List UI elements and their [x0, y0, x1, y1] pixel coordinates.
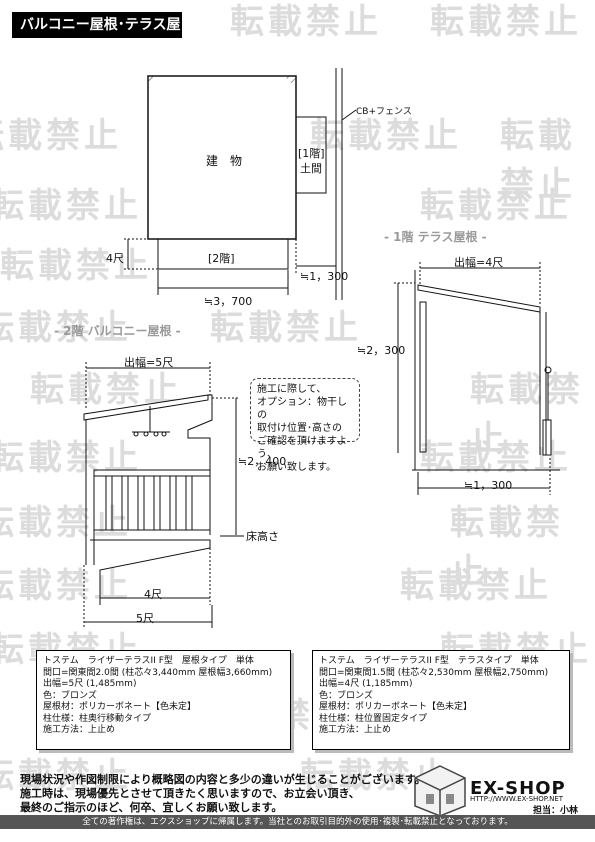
balcony-railing — [93, 469, 211, 531]
footer-line: 施工時は、現場優先とさせて頂きたく思いますので、お立会い頂き、 — [20, 787, 360, 800]
building-label: 建 物 — [206, 154, 243, 168]
terrace-section-heading: - 1階 テラス屋根 - — [384, 230, 487, 244]
footer-disclaimer: 現場状況や作図制限により概略図の内容と多少の違いが生じることがございます。 施工… — [20, 773, 426, 815]
balcony-dim-5shaku: 5尺 — [136, 612, 154, 625]
plan-dim-1300: ≒1，300 — [300, 270, 349, 283]
railing-bars — [105, 476, 193, 530]
balcony-roof — [83, 394, 209, 421]
spec-line: 施工方法：上止め — [43, 725, 116, 735]
second-floor-balcony — [157, 238, 289, 270]
terrace-bottom-dim: ≒1，300 — [464, 479, 513, 492]
spec-box-balcony: トステム ライザーテラスII F型 屋根タイプ 単体 間口=関東間2.0間 (柱… — [36, 650, 291, 750]
page-title: バルコニー屋根･テラス屋根 — [12, 12, 182, 59]
installation-note: 施工に際して、 オプション：物干しの 取付け位置･高さの ご確認を頂けますよう、… — [250, 378, 360, 473]
spec-line: 柱仕様：柱奥行移動タイプ — [43, 713, 152, 724]
spec-line: 色：ブロンズ — [43, 690, 97, 701]
floor-height-label: 床高さ — [246, 530, 279, 543]
second-floor-label: [2階] — [208, 252, 235, 265]
plan-dim-4shaku: 4尺 — [106, 252, 124, 265]
dirt-floor-label: 土間 — [300, 162, 322, 175]
spec-line: トステム ライザーテラスII F型 テラスタイプ 単体 — [319, 656, 539, 666]
balcony-dim-4shaku: 4尺 — [144, 588, 162, 601]
spec-line: トステム ライザーテラスII F型 屋根タイプ 単体 — [43, 656, 254, 666]
balcony-section-heading: - 2階 バルコニー屋根 - — [54, 324, 181, 338]
first-floor-label: [1階] — [298, 147, 325, 160]
copyright-bar: 全ての著作権は、エクスショップに帰属します。当社とのお取引目的外の使用･複製･転… — [0, 815, 595, 829]
spec-line: 間口=関東間2.0間 (柱芯々3,440mm 屋根幅3,660mm) — [43, 667, 273, 678]
terrace-projection: 出幅=4尺 — [454, 256, 504, 269]
note-line: ご確認を頂けますよう、 — [257, 436, 347, 460]
spec-line: 間口=関東間1.5間 (柱芯々2,530mm 屋根幅2,750mm) — [319, 667, 549, 678]
spec-line: 出幅=4尺 (1,185mm) — [319, 679, 413, 689]
note-line: お願い致します。 — [257, 462, 336, 473]
terrace-roof — [417, 284, 541, 313]
spec-line: 屋根材：ポリカーボネート【色未定】 — [319, 702, 473, 712]
balcony-floor — [90, 539, 211, 580]
staff-label: 担当：小林 — [533, 806, 579, 816]
plan-dim-width: ≒3，700 — [204, 295, 253, 308]
footer-line: 現場状況や作図制限により概略図の内容と多少の違いが生じることがございます。 — [20, 773, 426, 786]
ex-shop-logo-text: EX-SHOP — [470, 778, 566, 799]
note-line: 取付け位置･高さの — [257, 423, 342, 434]
spec-line: 屋根材：ポリカーボネート【色未定】 — [43, 702, 197, 712]
balcony-height: ≒2，400 — [238, 455, 287, 468]
spec-box-terrace: トステム ライザーテラスII F型 テラスタイプ 単体 間口=関東間1.5間 (… — [312, 650, 570, 750]
note-line: オプション：物干しの — [257, 397, 347, 421]
terrace-height: ≒2，300 — [357, 344, 406, 357]
note-line: 施工に際して、 — [257, 384, 327, 395]
footer-line: 最終のご指示のほど、何卒、宜しくお願い致します。 — [20, 801, 283, 814]
first-floor-terrace — [295, 116, 327, 194]
spec-line: 色：ブロンズ — [319, 690, 373, 701]
spec-line: 施工方法：上止め — [319, 725, 392, 735]
spec-line: 出幅=5尺 (1,485mm) — [43, 679, 137, 689]
ex-shop-url: HTTP://WWW.EX-SHOP.NET — [470, 795, 564, 803]
spec-line: 柱仕様：柱位置固定タイプ — [319, 713, 428, 724]
balcony-projection: 出幅=5尺 — [124, 356, 174, 369]
fence-label: CB+フェンス — [356, 107, 412, 117]
